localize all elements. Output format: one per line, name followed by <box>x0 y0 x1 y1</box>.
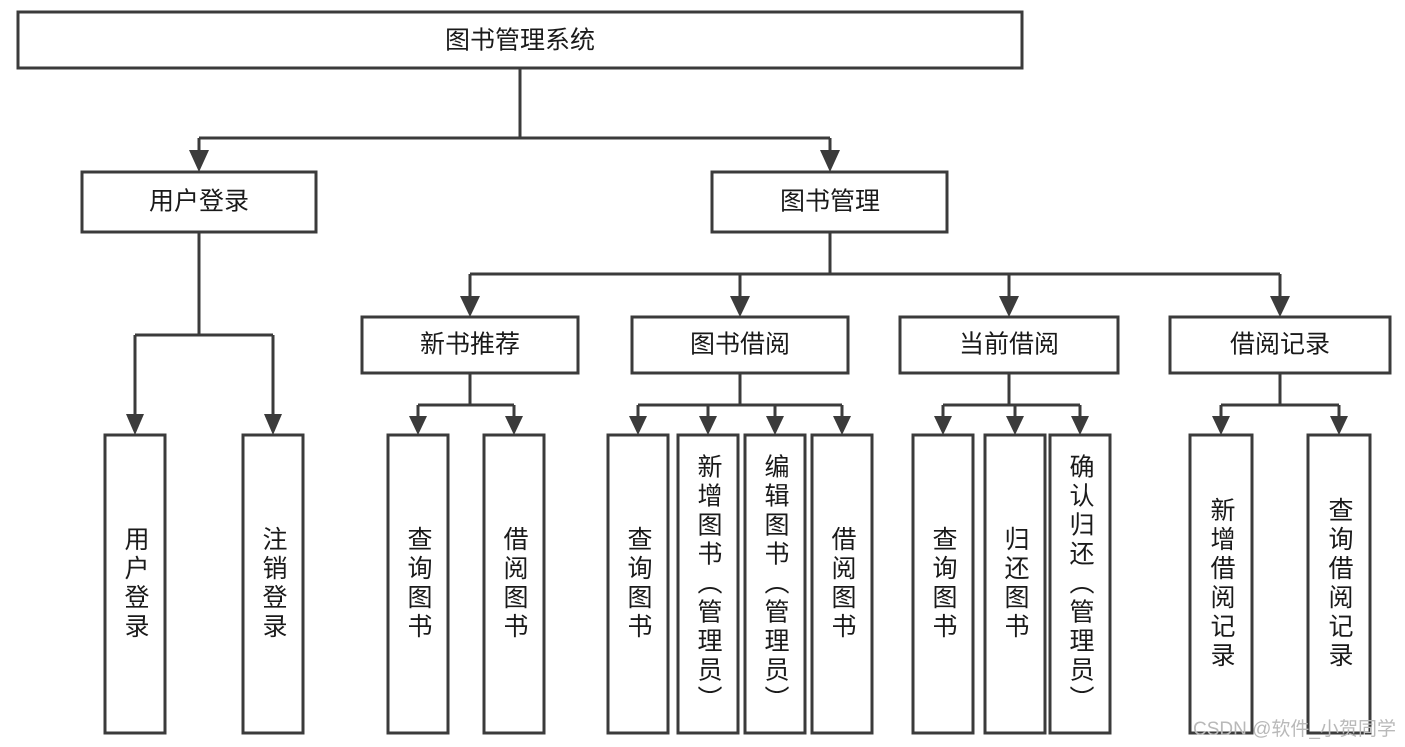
node-leaf-user-login[interactable]: 用户登录 <box>103 433 167 735</box>
node-leaf-query-book-3[interactable]: 查询图书 <box>911 433 975 735</box>
arrow-head-leaf-query-record <box>1330 416 1348 435</box>
node-borrow-record[interactable]: 借阅记录 <box>1168 315 1392 375</box>
node-leaf-edit-book-label: 编辑图书（管理员） <box>761 454 790 715</box>
arrow-head-leaf-edit-book <box>766 416 784 435</box>
node-root-label: 图书管理系统 <box>445 27 595 55</box>
node-leaf-add-book[interactable]: 新增图书（管理员） <box>676 433 740 735</box>
node-new-book-rec-label: 新书推荐 <box>420 331 520 359</box>
node-leaf-user-login-box[interactable] <box>103 433 167 735</box>
node-leaf-borrow-book-2-label: 借阅图书 <box>828 526 857 642</box>
node-borrow-record-box[interactable] <box>1168 315 1392 375</box>
node-leaf-edit-book[interactable]: 编辑图书（管理员） <box>743 433 807 735</box>
node-leaf-confirm-return[interactable]: 确认归还（管理员） <box>1048 433 1112 735</box>
node-leaf-add-book-box[interactable] <box>676 433 740 735</box>
node-leaf-query-book-3-box[interactable] <box>911 433 975 735</box>
node-leaf-add-record-box[interactable] <box>1188 433 1254 735</box>
node-current-borrow-label: 当前借阅 <box>959 331 1059 359</box>
watermark: CSDN @软件_小贺同学 <box>1193 718 1396 740</box>
arrow-head-book-borrow <box>730 296 750 317</box>
node-leaf-query-record-box[interactable] <box>1306 433 1372 735</box>
node-leaf-return-book[interactable]: 归还图书 <box>983 433 1047 735</box>
node-leaf-confirm-return-label: 确认归还（管理员） <box>1066 454 1095 715</box>
node-leaf-query-record[interactable]: 查询借阅记录 <box>1306 433 1372 735</box>
arrow-head-leaf-query-book-1 <box>409 416 427 435</box>
node-book-borrow[interactable]: 图书借阅 <box>630 315 850 375</box>
arrow-head-leaf-query-book-2 <box>629 416 647 435</box>
arrow-head-borrow-record <box>1270 296 1290 317</box>
connector-group-borrow-record <box>1212 373 1348 435</box>
connector-group-root <box>189 68 840 172</box>
node-root-box[interactable] <box>16 10 1024 70</box>
connector-group-current-borrow <box>934 373 1089 435</box>
node-leaf-return-book-box[interactable] <box>983 433 1047 735</box>
node-leaf-logout-box[interactable] <box>241 433 305 735</box>
arrow-head-current-borrow <box>999 296 1019 317</box>
connector-group-book-manage <box>460 232 1290 317</box>
node-user-login-label: 用户登录 <box>149 188 249 216</box>
node-leaf-add-book-label: 新增图书（管理员） <box>694 454 723 715</box>
node-leaf-borrow-book-1-box[interactable] <box>482 433 546 735</box>
node-leaf-query-book-1[interactable]: 查询图书 <box>386 433 450 735</box>
node-leaf-query-book-1-box[interactable] <box>386 433 450 735</box>
connector-group-new-book-rec <box>409 373 523 435</box>
node-leaf-borrow-book-1-label: 借阅图书 <box>500 526 529 642</box>
arrow-head-leaf-return-book <box>1006 416 1024 435</box>
arrow-head-leaf-query-book-3 <box>934 416 952 435</box>
node-leaf-logout[interactable]: 注销登录 <box>241 433 305 735</box>
arrow-head-leaf-borrow-book-1 <box>505 416 523 435</box>
node-leaf-confirm-return-box[interactable] <box>1048 433 1112 735</box>
node-user-login[interactable]: 用户登录 <box>80 170 318 234</box>
node-leaf-return-book-label: 归还图书 <box>1001 526 1030 642</box>
node-user-login-box[interactable] <box>80 170 318 234</box>
node-root[interactable]: 图书管理系统 <box>16 10 1024 70</box>
arrow-head-leaf-confirm-return <box>1071 416 1089 435</box>
node-current-borrow[interactable]: 当前借阅 <box>898 315 1120 375</box>
node-book-borrow-label: 图书借阅 <box>690 331 790 359</box>
node-leaf-borrow-book-2-box[interactable] <box>810 433 874 735</box>
node-leaf-query-book-2-label: 查询图书 <box>624 526 653 642</box>
node-leaf-add-record-label: 新增借阅记录 <box>1207 497 1236 671</box>
node-leaf-query-book-2[interactable]: 查询图书 <box>606 433 670 735</box>
node-leaf-borrow-book-1[interactable]: 借阅图书 <box>482 433 546 735</box>
node-leaf-user-login-label: 用户登录 <box>121 526 150 642</box>
connector-group-user-login <box>126 232 282 435</box>
arrow-head-leaf-add-record <box>1212 416 1230 435</box>
node-book-borrow-box[interactable] <box>630 315 850 375</box>
node-new-book-rec[interactable]: 新书推荐 <box>360 315 580 375</box>
node-current-borrow-box[interactable] <box>898 315 1120 375</box>
node-leaf-borrow-book-2[interactable]: 借阅图书 <box>810 433 874 735</box>
arrow-head-leaf-add-book <box>699 416 717 435</box>
arrow-head-user-login <box>189 150 209 172</box>
node-book-manage[interactable]: 图书管理 <box>710 170 949 234</box>
node-leaf-query-book-1-label: 查询图书 <box>404 526 433 642</box>
node-leaf-edit-book-box[interactable] <box>743 433 807 735</box>
arrow-head-leaf-user-login <box>126 414 144 435</box>
node-book-manage-label: 图书管理 <box>780 188 880 216</box>
connector-group-book-borrow <box>629 373 851 435</box>
arrow-head-leaf-borrow-book-2 <box>833 416 851 435</box>
node-leaf-logout-label: 注销登录 <box>259 526 288 642</box>
node-new-book-rec-box[interactable] <box>360 315 580 375</box>
node-leaf-query-record-label: 查询借阅记录 <box>1325 497 1354 671</box>
node-leaf-query-book-2-box[interactable] <box>606 433 670 735</box>
node-book-manage-box[interactable] <box>710 170 949 234</box>
arrow-head-book-manage <box>820 150 840 172</box>
node-leaf-query-book-3-label: 查询图书 <box>929 526 958 642</box>
arrow-head-new-book-rec <box>460 296 480 317</box>
node-leaf-add-record[interactable]: 新增借阅记录 <box>1188 433 1254 735</box>
node-borrow-record-label: 借阅记录 <box>1230 331 1330 359</box>
arrow-head-leaf-logout <box>264 414 282 435</box>
